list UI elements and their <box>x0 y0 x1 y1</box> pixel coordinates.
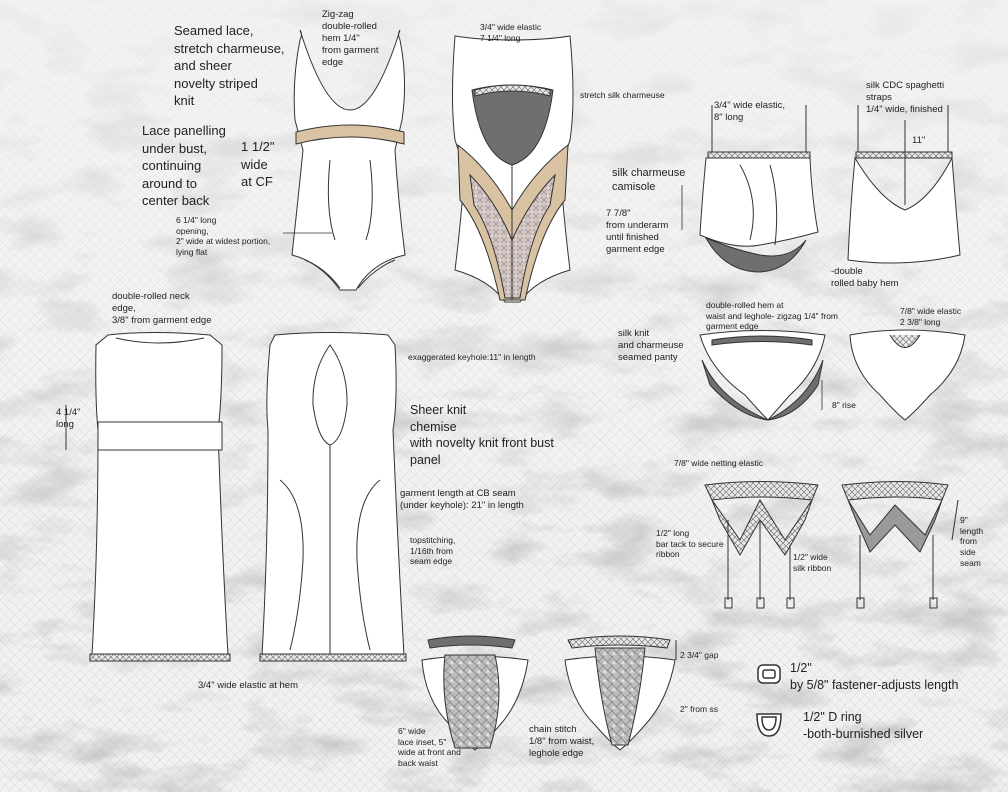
d-ring-icon <box>756 713 782 737</box>
nine-inch-label: 9" length from side seam <box>960 515 984 568</box>
chemise-title: Sheer knit chemise with novelty knit fro… <box>410 403 554 467</box>
ribbon-label: 1/2" wide silk ribbon <box>793 552 832 573</box>
cami-length-label: 7 7/8" from underarm until finished garm… <box>606 208 669 255</box>
topstitching-label: topstitching, 1/16th from seam edge <box>410 535 456 567</box>
opening-label: 6 1/4" long opening, 2" wide at widest p… <box>176 215 271 257</box>
camisole-front <box>699 105 819 273</box>
lace-brief-front <box>421 635 529 751</box>
front-bodysuit <box>291 29 406 291</box>
lace-panelling-label: Lace panelling under bust, continuing ar… <box>142 123 226 209</box>
panty-title: silk knit and charmeuse seamed panty <box>618 328 684 363</box>
panty-back <box>849 329 966 421</box>
cf-width-label: 1 1/2" wide at CF <box>241 139 275 190</box>
cami-elastic-label: 3/4" wide elastic, 8" long <box>714 100 785 123</box>
fastener-label: 1/2" by 5/8" fastener-adjusts length <box>790 661 959 692</box>
leader-lines <box>283 185 823 410</box>
chemise-front <box>65 332 231 662</box>
camisole-title: silk charmeuse camisole <box>612 167 686 193</box>
neck-edge-label: double-rolled neck edge, 3/8" from garme… <box>112 291 212 326</box>
lace-brief-back <box>564 635 677 751</box>
spaghetti-straps-label: silk CDC spaghetti straps 1/4" wide, fin… <box>866 80 945 115</box>
panty-elastic-label: 7/8" wide elastic 2 3/8" long <box>900 306 962 327</box>
panty-front <box>699 330 826 421</box>
rise-label: 8" rise <box>832 400 856 410</box>
garter-belt-back <box>841 481 959 609</box>
back-elastic-label: 3/4" wide elastic 7 1/4" long <box>480 22 542 43</box>
from-side-seam-label: 2" from ss <box>680 704 718 714</box>
chemise-length-label: 4 1/4" long <box>56 407 81 430</box>
bodysuit-fabrics-label: Seamed lace, stretch charmeuse, and shee… <box>174 23 285 109</box>
back-bodysuit <box>452 35 574 303</box>
stretch-silk-label: stretch silk charmeuse <box>580 90 665 100</box>
garter-belt-front <box>704 481 819 609</box>
d-ring-label: 1/2" D ring -both-burnished silver <box>803 710 924 741</box>
gap-label: 2 3/4" gap <box>680 650 719 660</box>
lace-inset-label: 6" wide lace inset, 5" wide at front and… <box>398 726 461 768</box>
baby-hem-label: -double rolled baby hem <box>831 266 899 289</box>
chain-stitch-label: chain stitch 1/8" from waist, leghole ed… <box>529 724 595 759</box>
bar-tack-label: 1/2" long bar tack to secure ribbon <box>656 528 724 560</box>
camisole-back <box>847 105 961 264</box>
eleven-inch-label: 11" <box>912 135 926 146</box>
netting-elastic-label: 7/8" wide netting elastic <box>674 458 764 468</box>
cb-length-label: garment length at CB seam (under keyhole… <box>400 488 524 511</box>
chemise-back <box>259 332 407 662</box>
panty-hem-label: double-rolled hem at waist and leghole- … <box>706 300 839 332</box>
keyhole-label: exaggerated keyhole:11" in length <box>408 352 536 362</box>
hardware-icons <box>756 664 782 737</box>
slide-adjuster-icon <box>757 664 781 684</box>
zigzag-hem-label: Zig-zag double-rolled hem 1/4" from garm… <box>322 9 379 68</box>
hem-elastic-label: 3/4" wide elastic at hem <box>198 680 299 691</box>
